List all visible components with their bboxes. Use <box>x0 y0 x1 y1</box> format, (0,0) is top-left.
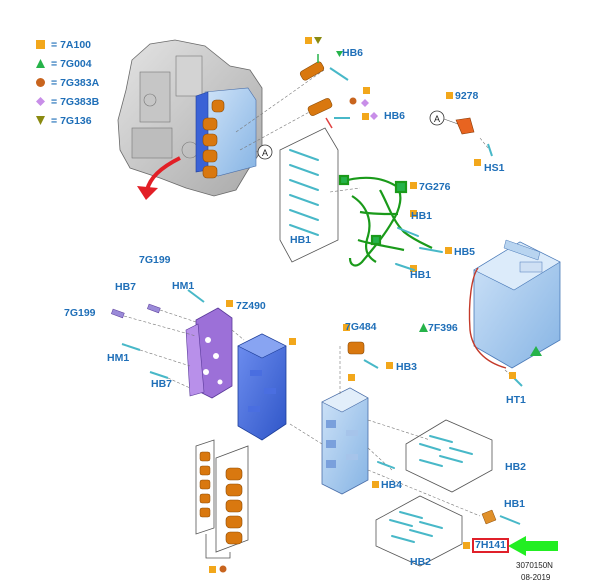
valve-body-lower <box>321 387 369 495</box>
screws-7g199 <box>111 289 205 379</box>
legend-label: = 7G136 <box>51 115 92 127</box>
callout-hb1-bottom: HB1 <box>504 498 526 510</box>
callout-hm1-top: HM1 <box>172 280 195 292</box>
callout-7g199-left: 7G199 <box>64 307 96 319</box>
case-solenoids <box>202 99 225 179</box>
brown-circle-icon <box>36 78 45 87</box>
solenoids-small <box>199 451 211 518</box>
legend-label: = 7A100 <box>51 39 92 51</box>
callout-9278: 9278 <box>455 90 479 102</box>
part-markers-top <box>305 37 481 272</box>
wiring-harness-7g276 <box>338 174 433 267</box>
component-7h141 <box>481 509 521 525</box>
green-triangle-icon <box>419 323 428 332</box>
callout-hb2-right: HB2 <box>505 461 527 473</box>
valve-body-upper <box>237 333 287 441</box>
callout-7f396: 7F396 <box>419 322 458 334</box>
callout-7g199-top: 7G199 <box>139 254 171 266</box>
bolts-harness <box>395 227 443 271</box>
orange-square-icon <box>463 542 470 549</box>
bolts-hb1 <box>289 149 319 236</box>
callout-hb1-a: HB1 <box>411 210 433 222</box>
bolt-group-box-hb2-bottom <box>375 495 463 567</box>
speed-sensor-upper <box>299 54 349 81</box>
drawing-reference-number: 3070150N <box>516 561 553 570</box>
highlight-arrow <box>508 536 558 556</box>
bolts-hb2-right <box>419 435 473 467</box>
clip-9278: A <box>429 110 493 157</box>
pressure-sensor-7g484 <box>226 300 393 381</box>
orange-square-icon <box>36 40 45 49</box>
purple-diamond-icon <box>36 97 45 106</box>
callout-7g276: 7G276 <box>419 181 451 193</box>
svg-text:A: A <box>262 148 268 158</box>
transmission-case <box>117 39 263 197</box>
control-module-7f396 <box>468 239 561 387</box>
speed-sensor-lower <box>307 98 350 129</box>
callout-7z490: 7Z490 <box>236 300 266 312</box>
drawing-date: 08-2019 <box>521 573 551 582</box>
legend-label: = 7G004 <box>51 58 92 70</box>
callout-hb4: HB4 <box>381 479 403 491</box>
bolt-group-box-hb1 <box>279 127 339 263</box>
callout-hb6-mid: HB6 <box>384 110 406 122</box>
green-triangle-icon <box>36 59 45 68</box>
ref-circle-a-left: A <box>257 144 273 160</box>
callout-hb7-top: HB7 <box>115 281 137 293</box>
leader-lines-middle <box>123 309 245 389</box>
solenoids-large <box>225 467 243 545</box>
callout-7g484: 7G484 <box>345 321 377 333</box>
callout-hb1-b: HB1 <box>410 269 432 281</box>
separator-plate-7z490 <box>185 307 233 399</box>
removal-direction-arrowhead <box>137 186 158 200</box>
legend-label: = 7G383B <box>51 96 100 108</box>
olive-down-triangle-icon <box>36 116 45 125</box>
callout-ht1: HT1 <box>506 394 526 406</box>
bolt-group-box-hb2-right <box>405 419 493 493</box>
callout-hb7-left: HB7 <box>151 378 173 390</box>
svg-text:A: A <box>434 114 440 124</box>
legend-label: = 7G383A <box>51 77 100 89</box>
solenoid-group-box <box>195 439 249 553</box>
callout-hb5: HB5 <box>454 246 476 258</box>
callout-hb1-left: HB1 <box>290 234 312 246</box>
solenoid-group-bracket <box>205 534 231 559</box>
callout-hb6-top: HB6 <box>342 47 364 59</box>
callout-hb3: HB3 <box>396 361 418 373</box>
callout-hs1: HS1 <box>484 162 505 174</box>
callout-hb2-bottom: HB2 <box>410 556 432 568</box>
bolts-hb2-bottom <box>389 511 443 543</box>
callout-7h141-highlighted: 7H141 <box>472 538 509 553</box>
callout-hm1-left: HM1 <box>107 352 130 364</box>
part-markers-bottom <box>209 481 379 573</box>
bolts-hb4 <box>377 461 395 469</box>
